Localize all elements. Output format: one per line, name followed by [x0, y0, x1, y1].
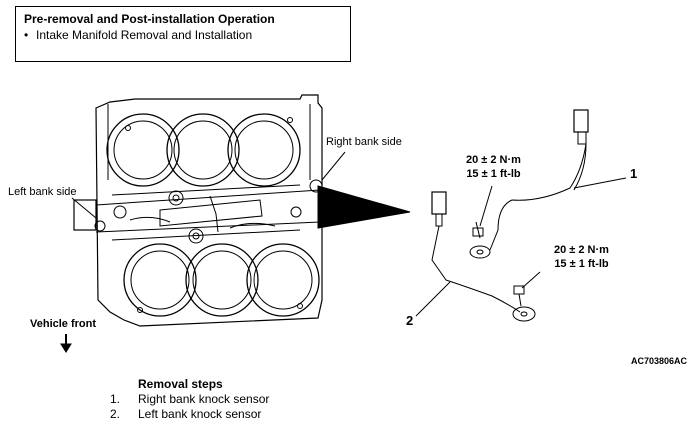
removal-step-number: 1. [110, 392, 121, 406]
torque-spec-2-ftlb: 15 ± 1 ft-lb [554, 258, 609, 270]
removal-steps: Removal steps 1.Right bank knock sensor … [110, 377, 269, 422]
left-bank-leader [71, 197, 97, 219]
operation-box-item-text: Intake Manifold Removal and Installation [36, 28, 253, 42]
removal-step-text: Right bank knock sensor [138, 392, 270, 406]
left-bank-label: Left bank side [8, 186, 77, 198]
right-bank-label: Right bank side [326, 136, 402, 148]
engine-block-drawing [73, 94, 323, 327]
torque-spec-2: 20 ± 2 N·m 15 ± 1 ft-lb [554, 243, 609, 271]
removal-steps-title: Removal steps [138, 377, 223, 391]
torque-spec-1-ftlb: 15 ± 1 ft-lb [466, 168, 521, 180]
removal-step-number: 2. [110, 407, 121, 421]
knock-sensor-1-drawing [469, 109, 589, 259]
torque-spec-1: 20 ± 2 N·m 15 ± 1 ft-lb [466, 153, 521, 181]
callout-2-leader [415, 281, 451, 317]
callout-2: 2 [406, 313, 414, 328]
removal-step: 2. Left bank knock sensor [110, 407, 269, 422]
operation-box-item: • Intake Manifold Removal and Installatio… [24, 28, 342, 43]
vehicle-front-label: Vehicle front [30, 318, 97, 330]
right-bank-leader [321, 151, 346, 181]
figure-code: AC703806AC [631, 356, 688, 366]
knock-sensor-2-drawing [431, 191, 536, 322]
operation-box-title: Pre-removal and Post-installation Operat… [24, 12, 275, 26]
operation-box: Pre-removal and Post-installation Operat… [15, 6, 351, 62]
callout-1-leader [573, 177, 627, 189]
vehicle-front-arrow-icon [60, 343, 72, 353]
torque-1-leader [479, 185, 493, 227]
callout-1: 1 [630, 166, 638, 181]
zoom-wedge [317, 185, 411, 229]
torque-2-leader [521, 271, 541, 289]
removal-step: 1. Right bank knock sensor [110, 392, 269, 407]
torque-spec-1-nm: 20 ± 2 N·m [466, 154, 521, 166]
bullet-icon: • [24, 28, 29, 42]
removal-step-text: Left bank knock sensor [138, 407, 262, 421]
torque-spec-2-nm: 20 ± 2 N·m [554, 244, 609, 256]
